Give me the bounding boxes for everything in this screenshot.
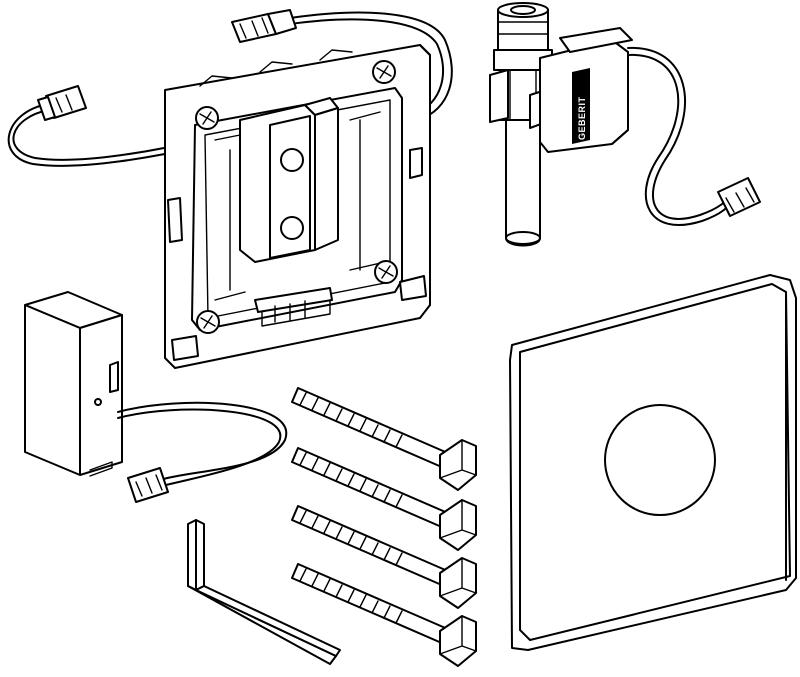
left-cable — [7, 85, 203, 167]
frame-screw-top-right — [372, 60, 396, 84]
top-cable-connector — [231, 9, 297, 43]
valve-cable-connector — [717, 177, 761, 217]
electronics-box — [24, 291, 288, 503]
frame-screw-bottom-left — [196, 310, 220, 334]
threaded-bolts — [291, 387, 477, 667]
box-cable-connector — [127, 467, 169, 503]
threaded-bolt-2 — [291, 447, 477, 551]
threaded-bolt-4 — [291, 563, 477, 667]
cover-plate — [509, 274, 797, 651]
solenoid-valve: GEBERIT — [489, 2, 761, 247]
brand-logo: GEBERIT — [572, 68, 590, 144]
sensor-window — [604, 404, 716, 516]
frame-screw-top-left — [195, 106, 219, 130]
left-cable-connector — [37, 85, 87, 121]
hex-key — [187, 519, 341, 665]
threaded-bolt-1 — [291, 387, 477, 491]
top-cable — [231, 9, 453, 121]
threaded-bolt-3 — [291, 505, 477, 609]
frame-screw-bottom-right — [374, 260, 398, 284]
mounting-frame — [164, 44, 431, 369]
brand-logo-text: GEBERIT — [577, 96, 587, 140]
